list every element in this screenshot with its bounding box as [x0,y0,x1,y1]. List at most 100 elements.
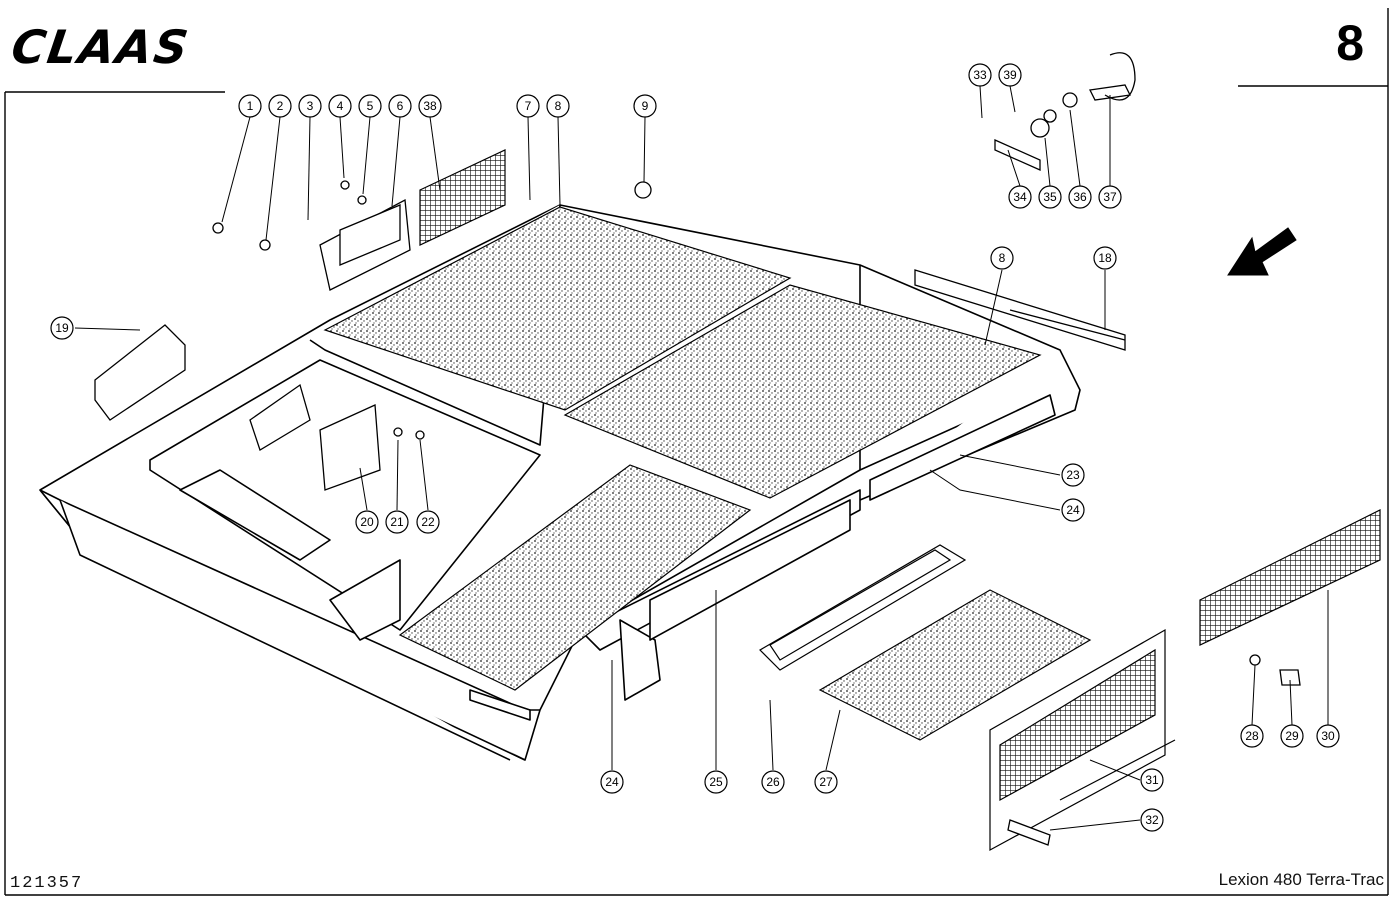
callout-24: 24 [600,770,624,794]
callout-32: 32 [1140,808,1164,832]
callout-label: 5 [367,99,374,113]
callout-label: 38 [423,99,437,113]
callout-circle [358,94,382,118]
callout-label: 3 [307,99,314,113]
callout-circle [1061,463,1085,487]
callout-label: 36 [1073,190,1087,204]
callout-circle [600,770,624,794]
page-frame [4,8,1389,896]
callout-circle [814,770,838,794]
callout-circle [268,94,292,118]
callout-35: 35 [1038,185,1062,209]
direction-arrow [1227,227,1297,276]
callout-label: 21 [390,515,404,529]
callout-circle [238,94,262,118]
callout-circle [50,316,74,340]
callout-label: 4 [337,99,344,113]
callout-label: 6 [397,99,404,113]
callout-label: 27 [819,775,833,789]
callout-34: 34 [1008,185,1032,209]
callout-circle [388,94,412,118]
callout-label: 30 [1321,729,1335,743]
callout-38: 38 [418,94,442,118]
callout-28: 28 [1240,724,1264,748]
callout-label: 25 [709,775,723,789]
callout-circle [328,94,352,118]
drawing-number: 121357 [10,874,84,893]
callout-circle [1098,185,1122,209]
callout-label: 23 [1066,468,1080,482]
callout-circle [990,246,1014,270]
callout-circle [416,510,440,534]
callout-circle [1068,185,1092,209]
callout-19: 19 [50,316,74,340]
callout-2: 2 [268,94,292,118]
callout-circle [1316,724,1340,748]
callout-5: 5 [358,94,382,118]
callout-8: 8 [990,246,1014,270]
callout-circle [298,94,322,118]
callout-39: 39 [998,63,1022,87]
headliner-panels [323,206,1092,741]
callout-circle [1240,724,1264,748]
callout-circle [418,94,442,118]
callout-26: 26 [761,770,785,794]
callout-label: 31 [1145,773,1159,787]
callout-9: 9 [633,94,657,118]
callout-label: 33 [973,68,987,82]
page-number: 8 [1336,15,1364,71]
callout-circle [1008,185,1032,209]
callout-31: 31 [1140,768,1164,792]
callout-circle [1093,246,1117,270]
callout-circle [968,63,992,87]
small-parts [94,52,1301,846]
callout-circle [1140,808,1164,832]
callout-label: 8 [555,99,562,113]
callout-circle [998,63,1022,87]
callout-24: 24 [1061,498,1085,522]
callout-circle [355,510,379,534]
callout-37: 37 [1098,185,1122,209]
callout-label: 1 [247,99,254,113]
callout-circle [761,770,785,794]
callout-circle [516,94,540,118]
callout-label: 32 [1145,813,1159,827]
callout-29: 29 [1280,724,1304,748]
air-grilles [419,149,1381,852]
callout-33: 33 [968,63,992,87]
callout-circle [546,94,570,118]
callout-4: 4 [328,94,352,118]
callout-label: 24 [1066,503,1080,517]
callout-3: 3 [298,94,322,118]
callout-circle [1140,768,1164,792]
callout-label: 7 [525,99,532,113]
callout-7: 7 [516,94,540,118]
callout-label: 24 [605,775,619,789]
model-name: Lexion 480 Terra-Trac [1218,870,1384,889]
leader-lines [74,85,1329,831]
callout-23: 23 [1061,463,1085,487]
callout-circle [704,770,728,794]
callout-label: 9 [642,99,649,113]
callout-6: 6 [388,94,412,118]
callout-label: 37 [1103,190,1117,204]
callout-label: 20 [360,515,374,529]
callout-label: 2 [277,99,284,113]
callout-18: 18 [1093,246,1117,270]
callout-label: 8 [999,251,1006,265]
callout-1: 1 [238,94,262,118]
callout-label: 18 [1098,251,1112,265]
callout-22: 22 [416,510,440,534]
callout-label: 39 [1003,68,1017,82]
callout-27: 27 [814,770,838,794]
callout-circle [1038,185,1062,209]
callout-circle [385,510,409,534]
callout-label: 34 [1013,190,1027,204]
callout-label: 22 [421,515,435,529]
callout-circle [1061,498,1085,522]
callout-label: 26 [766,775,780,789]
callout-36: 36 [1068,185,1092,209]
callout-8: 8 [546,94,570,118]
